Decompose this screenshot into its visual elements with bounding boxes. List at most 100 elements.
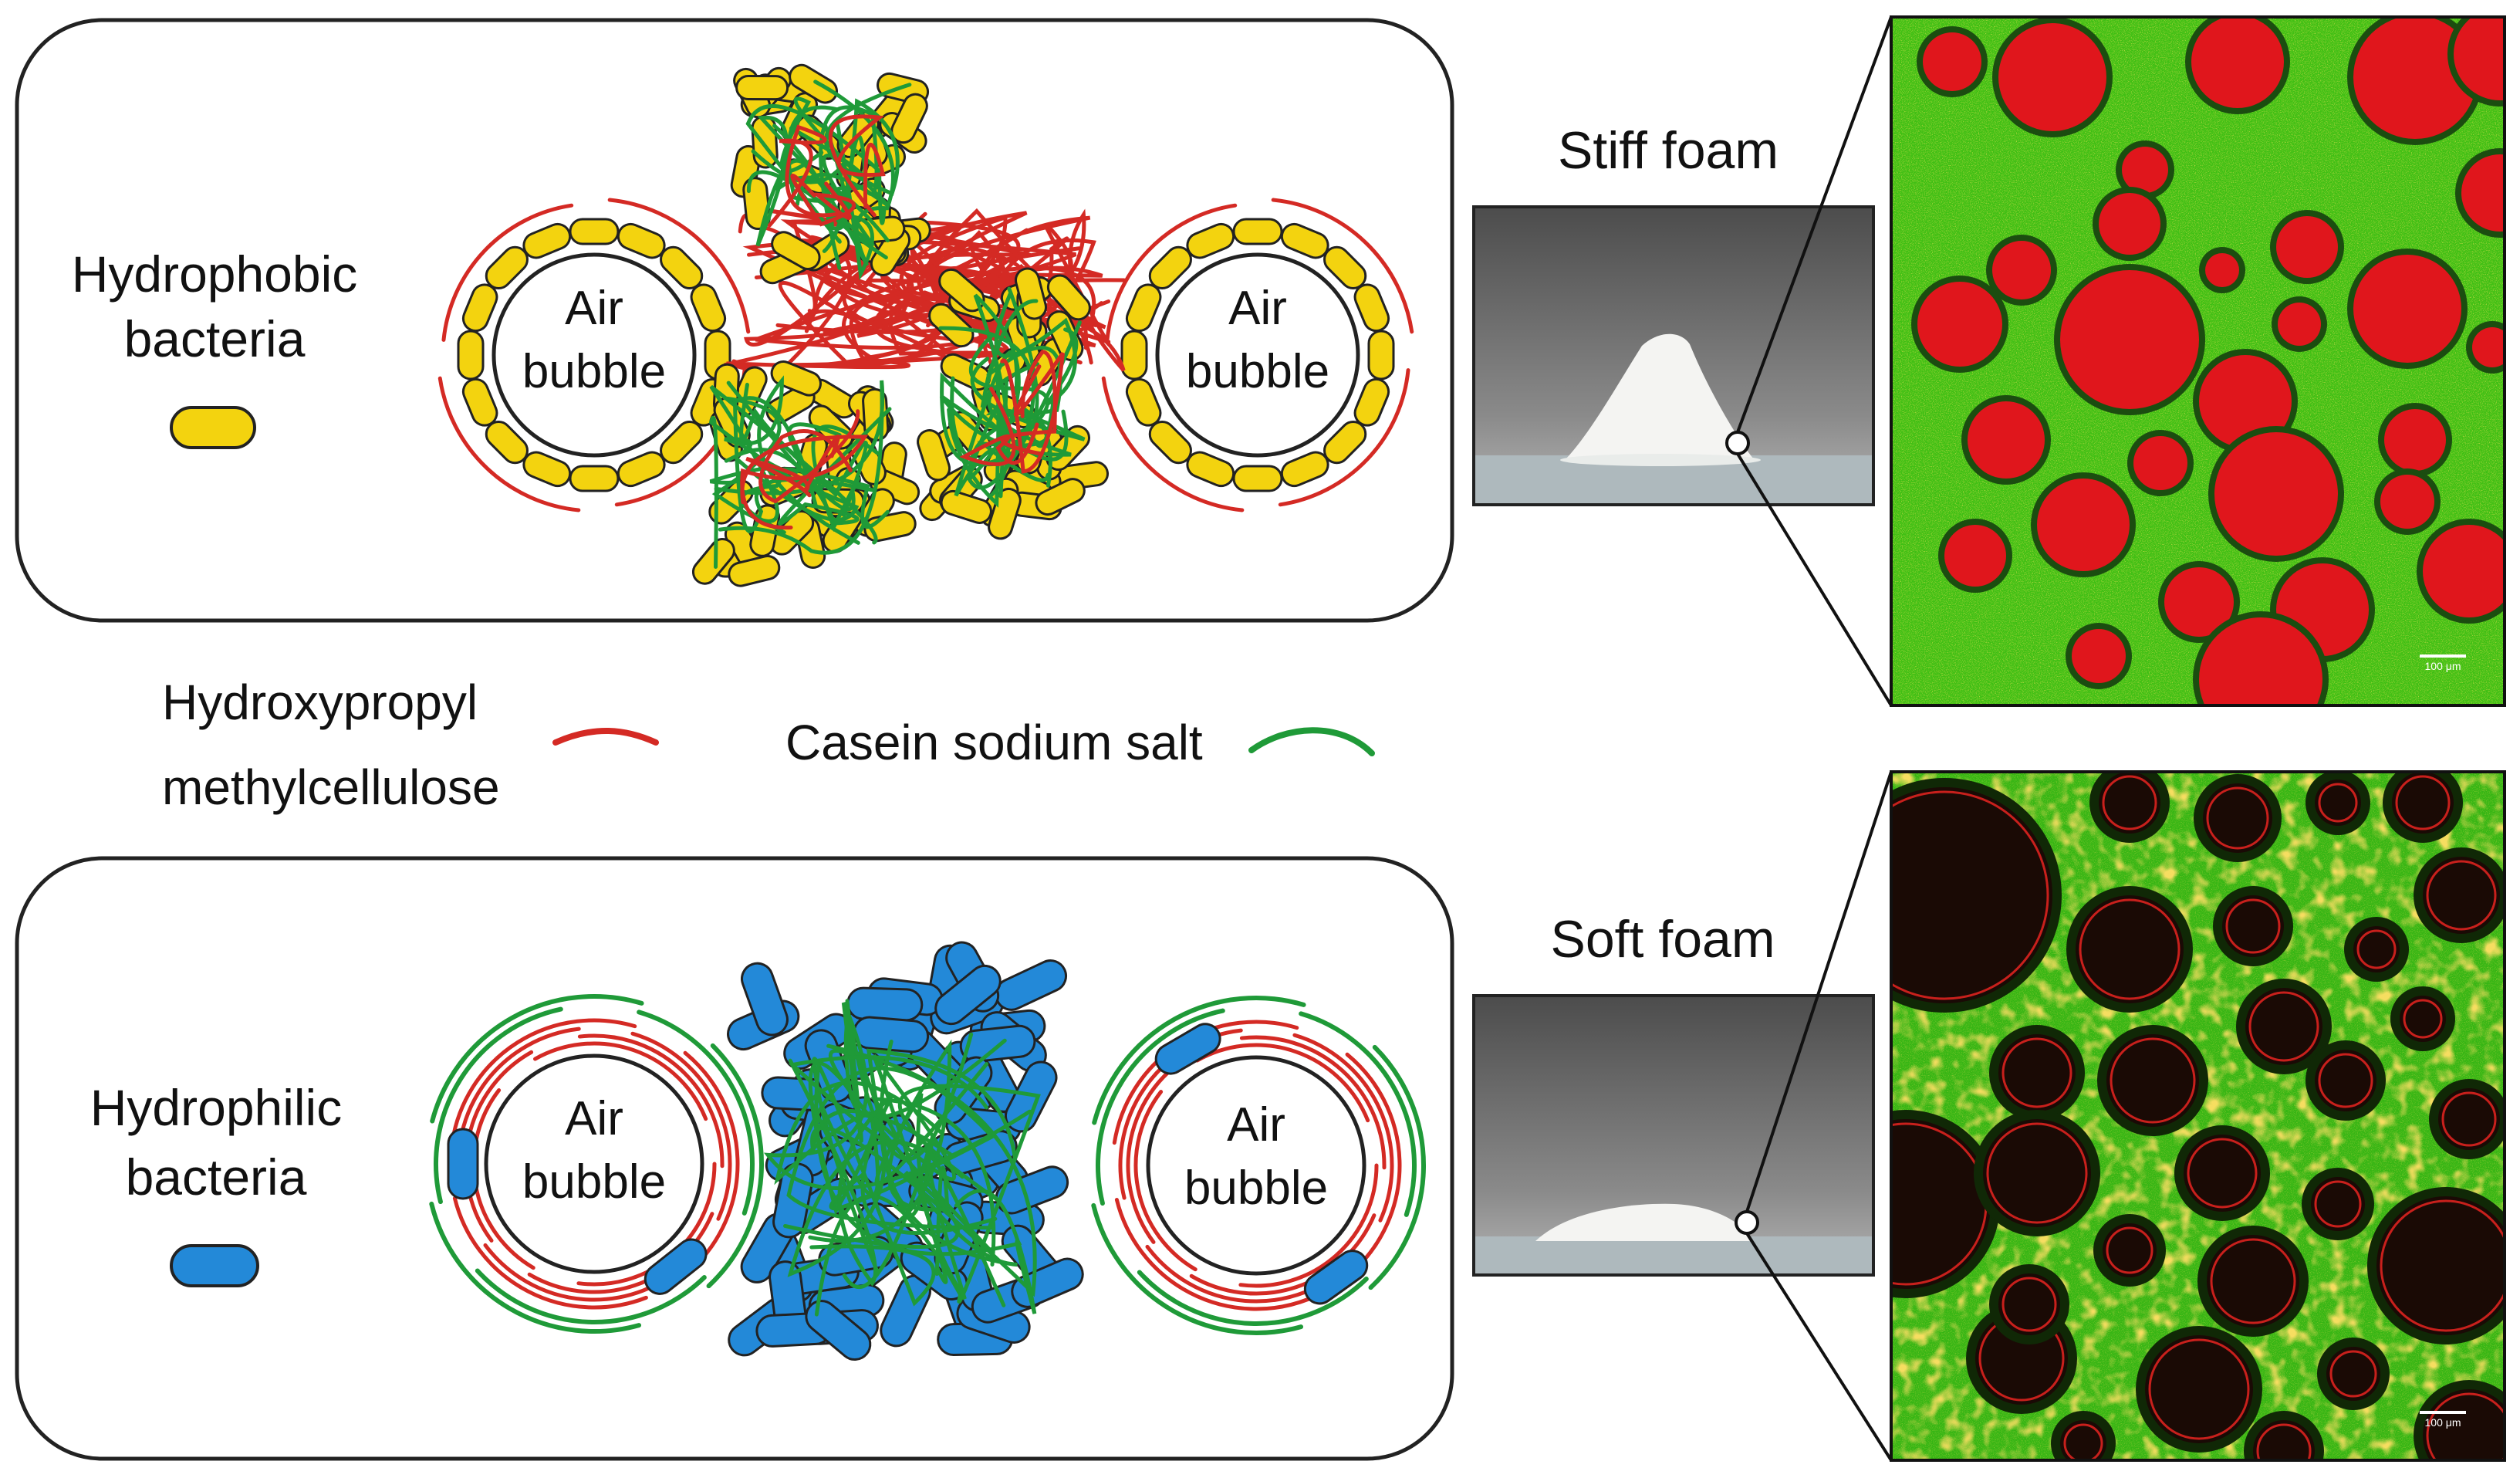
top-bacteria-label-line1: Hydrophobic — [72, 245, 358, 303]
bottom-left-bubble: Air bubble — [429, 994, 764, 1334]
top-left-bubble-label-line1: Air — [565, 282, 623, 335]
micrograph-bubble-shell — [2329, 1350, 2377, 1398]
micrograph-bubble — [2099, 772, 2160, 834]
micrograph-bubble — [2184, 1135, 2261, 1212]
micrograph-bubble — [2278, 303, 2321, 346]
top-right-bubble-label-line1: Air — [1228, 282, 1287, 335]
micrograph-bubble — [2384, 409, 2446, 471]
hydrophobic-bacterium — [616, 451, 666, 488]
casein-chain — [475, 1268, 707, 1324]
legend-hpmc-line2: methylcellulose — [162, 759, 500, 815]
micrograph-bubble-shell — [1986, 1122, 2088, 1224]
casein-chain — [1299, 1011, 1417, 1217]
bottom-panel-frame — [15, 856, 1454, 1461]
hydrophobic-bacterium — [691, 537, 735, 585]
micrograph-bubble-shell — [2206, 786, 2269, 850]
micrograph-bubble-shell — [2110, 1037, 2196, 1124]
legend-hpmc-swatch — [552, 728, 659, 746]
micrograph-bubble — [2191, 17, 2284, 108]
casein-chain — [874, 1062, 1006, 1307]
micrograph-bubble-shell — [2426, 1392, 2505, 1460]
micrograph-bubble — [1891, 787, 2052, 1003]
micrograph-bubble — [2276, 216, 2338, 278]
hpmc-chain — [577, 1033, 725, 1169]
hydrophobic-bacterium — [457, 330, 485, 380]
micrograph-bubble-shell — [2210, 1238, 2296, 1324]
bottom-left-bubble-label-line1: Air — [565, 1092, 623, 1145]
casein-chain — [746, 149, 875, 248]
hpmc-chain — [1000, 352, 1065, 474]
hydrophobic-bacterium — [1367, 330, 1395, 380]
casein-chain — [814, 1084, 1041, 1317]
micrograph-bubble-shell — [2356, 929, 2397, 969]
hydrophobic-bacterium — [660, 245, 704, 289]
hydrophobic-bacterium — [485, 421, 529, 465]
micrograph-bubble — [2072, 629, 2126, 683]
soft-foam-sample-point — [1735, 1210, 1759, 1235]
micrograph-bubble — [2376, 1196, 2505, 1335]
hydrophobic-bacterium-key — [170, 406, 256, 449]
hpmc-chain — [437, 376, 581, 512]
micrograph-bubble — [2103, 1223, 2157, 1277]
hydrophobic-bacterium — [660, 421, 704, 465]
top-bacteria-label-line2: bacteria — [124, 310, 306, 367]
hydrophobic-bacterium — [616, 222, 666, 259]
hydrophobic-bacterium — [485, 245, 529, 289]
hydrophilic-bacterium-key — [170, 1244, 259, 1287]
casein-chain — [994, 292, 1079, 406]
micrograph-bubble — [2353, 926, 2400, 972]
hydrophobic-bacterium — [770, 360, 822, 397]
casein-chain — [726, 380, 880, 533]
micrograph-bubble — [2207, 1235, 2299, 1327]
micrograph-bubble-shell — [2079, 898, 2181, 1000]
hpmc-chain — [790, 174, 856, 227]
hpmc-chain — [1239, 1035, 1387, 1170]
bottom-right-bubble: Air bubble — [1091, 996, 1426, 1335]
casein-chain — [709, 384, 878, 545]
hydrophobic-bacterium — [522, 451, 572, 488]
bottom-bacteria-label-line2: bacteria — [126, 1148, 307, 1206]
casein-chain — [788, 1058, 998, 1287]
micrograph-bubble — [2099, 193, 2160, 255]
hydrophobic-bacterium — [1035, 478, 1086, 516]
stiff-foam-label: Stiff foam — [1558, 121, 1779, 180]
hydrophilic-bacterium — [805, 1300, 872, 1361]
top-right-bubble: Air bubble — [1101, 198, 1414, 512]
hydrophobic-bacterium — [928, 303, 975, 348]
micrograph-bubble — [2423, 525, 2505, 617]
hydrophobic-bacterium — [789, 63, 838, 104]
hydrophobic-bacterium — [735, 74, 789, 101]
top-left-bubble-label-line2: bubble — [522, 345, 666, 398]
micrograph-bubble — [2438, 1088, 2500, 1150]
bottom-panel: Hydrophilic bacteria Air bubble Air bubb… — [15, 770, 2506, 1462]
hpmc-chain — [450, 1018, 637, 1144]
micrograph-bubble — [1968, 401, 2045, 479]
micrograph-bubble-shell — [2063, 1423, 2103, 1460]
casein-chain — [1096, 1008, 1225, 1206]
stiff-foam-sample-point — [1725, 431, 1750, 455]
casein-chain — [1091, 1202, 1304, 1335]
micrograph-bubble-shell — [2441, 1091, 2497, 1147]
hpmc-chain — [1271, 198, 1414, 334]
micrograph-bubble — [2145, 1335, 2253, 1443]
micrograph-bubble-shell — [2148, 1338, 2250, 1440]
top-panel: Hydrophobic bacteria Air bubble Air bubb… — [15, 15, 2506, 707]
hpmc-chain — [1278, 368, 1410, 507]
hpmc-chain — [828, 114, 886, 218]
hydrophilic-bacterium — [741, 962, 789, 1037]
micrograph-bubble — [1998, 1034, 2076, 1111]
micrograph-bubble-shell — [2248, 991, 2319, 1062]
casein-chain — [968, 333, 1050, 499]
micrograph-bubble — [2214, 432, 2338, 556]
hydrophilic-bacterium — [1154, 1023, 1221, 1075]
hpmc-chain — [1001, 350, 1057, 455]
micrograph-bubble — [1992, 241, 2051, 299]
hpmc-chain — [1101, 376, 1245, 512]
casein-chain — [434, 1006, 563, 1205]
casein-chain — [732, 396, 877, 533]
micrograph-bubble-shell — [2001, 1277, 2057, 1332]
hydrophobic-bacterium — [728, 555, 781, 587]
micrograph-bubble — [2164, 567, 2234, 637]
hydrophobic-bacterium — [1323, 421, 1367, 465]
